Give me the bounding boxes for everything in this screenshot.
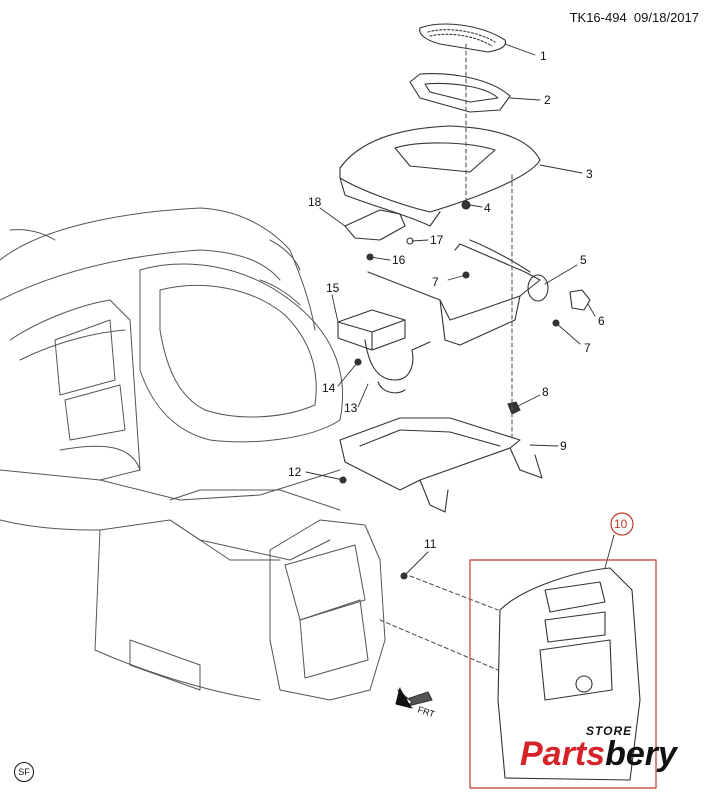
diagram-date: 09/18/2017 (633, 10, 699, 25)
leader-lines (305, 43, 615, 577)
part-13-wiring-harness (364, 339, 431, 394)
part-10-callout-circle (610, 512, 634, 536)
front-label: FRT (416, 704, 436, 719)
watermark-logo: Partsbery (520, 736, 677, 772)
callout-18: 18 (308, 195, 322, 209)
callout-17: 17 (430, 233, 444, 247)
watermark-store: STORE (586, 724, 633, 738)
part-4-bolt (461, 200, 471, 210)
part-8-clip (507, 401, 521, 415)
front-direction-arrow (395, 687, 433, 709)
diagram-code: TK16-494 (569, 10, 627, 25)
callout-labels: 1 2 3 4 5 6 7 7 8 9 10 11 12 13 14 15 16… (288, 49, 628, 719)
callout-13: 13 (344, 401, 358, 415)
watermark-brand-b: bery (605, 735, 677, 773)
part-6-latch (569, 289, 591, 311)
part-10-console-end-panel (497, 567, 641, 781)
watermark-brand-a: Parts (520, 735, 606, 773)
callout-12: 12 (288, 465, 302, 479)
part-10-highlight-box (469, 559, 657, 789)
callout-16: 16 (392, 253, 406, 267)
callout-7a: 7 (432, 275, 439, 289)
part-3-armrest-lid (339, 125, 541, 227)
part-7-bolts (462, 271, 560, 327)
callout-15: 15 (326, 281, 340, 295)
part-5-hinge-assembly (367, 239, 549, 346)
diagram-id: TK16-494 09/18/2017 (570, 10, 699, 25)
callout-2: 2 (544, 93, 551, 107)
callout-6: 6 (598, 314, 605, 328)
part-1-lid-insert (419, 23, 507, 53)
callout-5: 5 (580, 253, 587, 267)
alignment-lines (379, 43, 513, 671)
callout-10: 10 (614, 517, 628, 531)
vehicle-interior-outline (0, 207, 386, 701)
callout-3: 3 (586, 167, 593, 181)
part-9-base-tray (339, 417, 543, 513)
callout-8: 8 (542, 385, 549, 399)
callout-9: 9 (560, 439, 567, 453)
callout-1: 1 (540, 49, 547, 63)
callout-7b: 7 (584, 341, 591, 355)
sf-badge: SF (14, 762, 34, 782)
callout-14: 14 (322, 381, 336, 395)
part-15-module (337, 309, 406, 351)
part-2-bezel (409, 73, 511, 113)
callout-11: 11 (424, 537, 437, 551)
callout-4: 4 (484, 201, 491, 215)
part-18-bracket (344, 209, 406, 241)
